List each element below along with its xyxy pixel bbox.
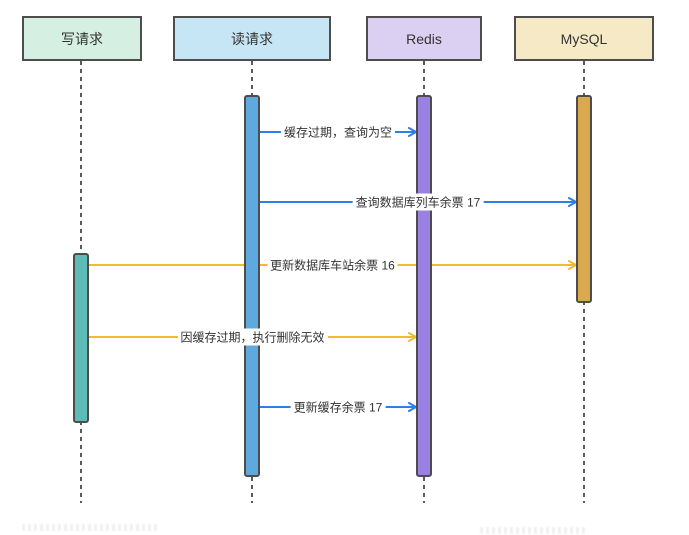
actor-redis-label: Redis [406, 30, 442, 47]
activation-bar-write[interactable] [73, 253, 89, 423]
actor-read-request-label: 读请求 [231, 30, 273, 47]
message-label-update-db-station-tickets: 更新数据库车站余票 16 [267, 256, 398, 274]
watermark [22, 524, 160, 531]
message-label-update-cache-tickets: 更新缓存余票 17 [290, 398, 386, 416]
message-label-cache-expired-query-empty: 缓存过期，查询为空 [280, 123, 396, 141]
actor-write-request-label: 写请求 [61, 30, 103, 47]
activation-bar-read[interactable] [244, 95, 260, 477]
actor-mysql[interactable]: MySQL [514, 16, 654, 61]
watermark [480, 527, 586, 534]
message-label-delete-invalid-cache-expired: 因缓存过期，执行删除无效 [177, 328, 328, 346]
actor-redis[interactable]: Redis [366, 16, 482, 61]
actor-write-request[interactable]: 写请求 [22, 16, 142, 61]
message-label-query-db-train-tickets: 查询数据库列车余票 17 [352, 193, 484, 211]
actor-read-request[interactable]: 读请求 [173, 16, 331, 61]
activation-bar-redis[interactable] [416, 95, 432, 477]
activation-bar-mysql[interactable] [576, 95, 592, 303]
actor-mysql-label: MySQL [560, 30, 608, 47]
